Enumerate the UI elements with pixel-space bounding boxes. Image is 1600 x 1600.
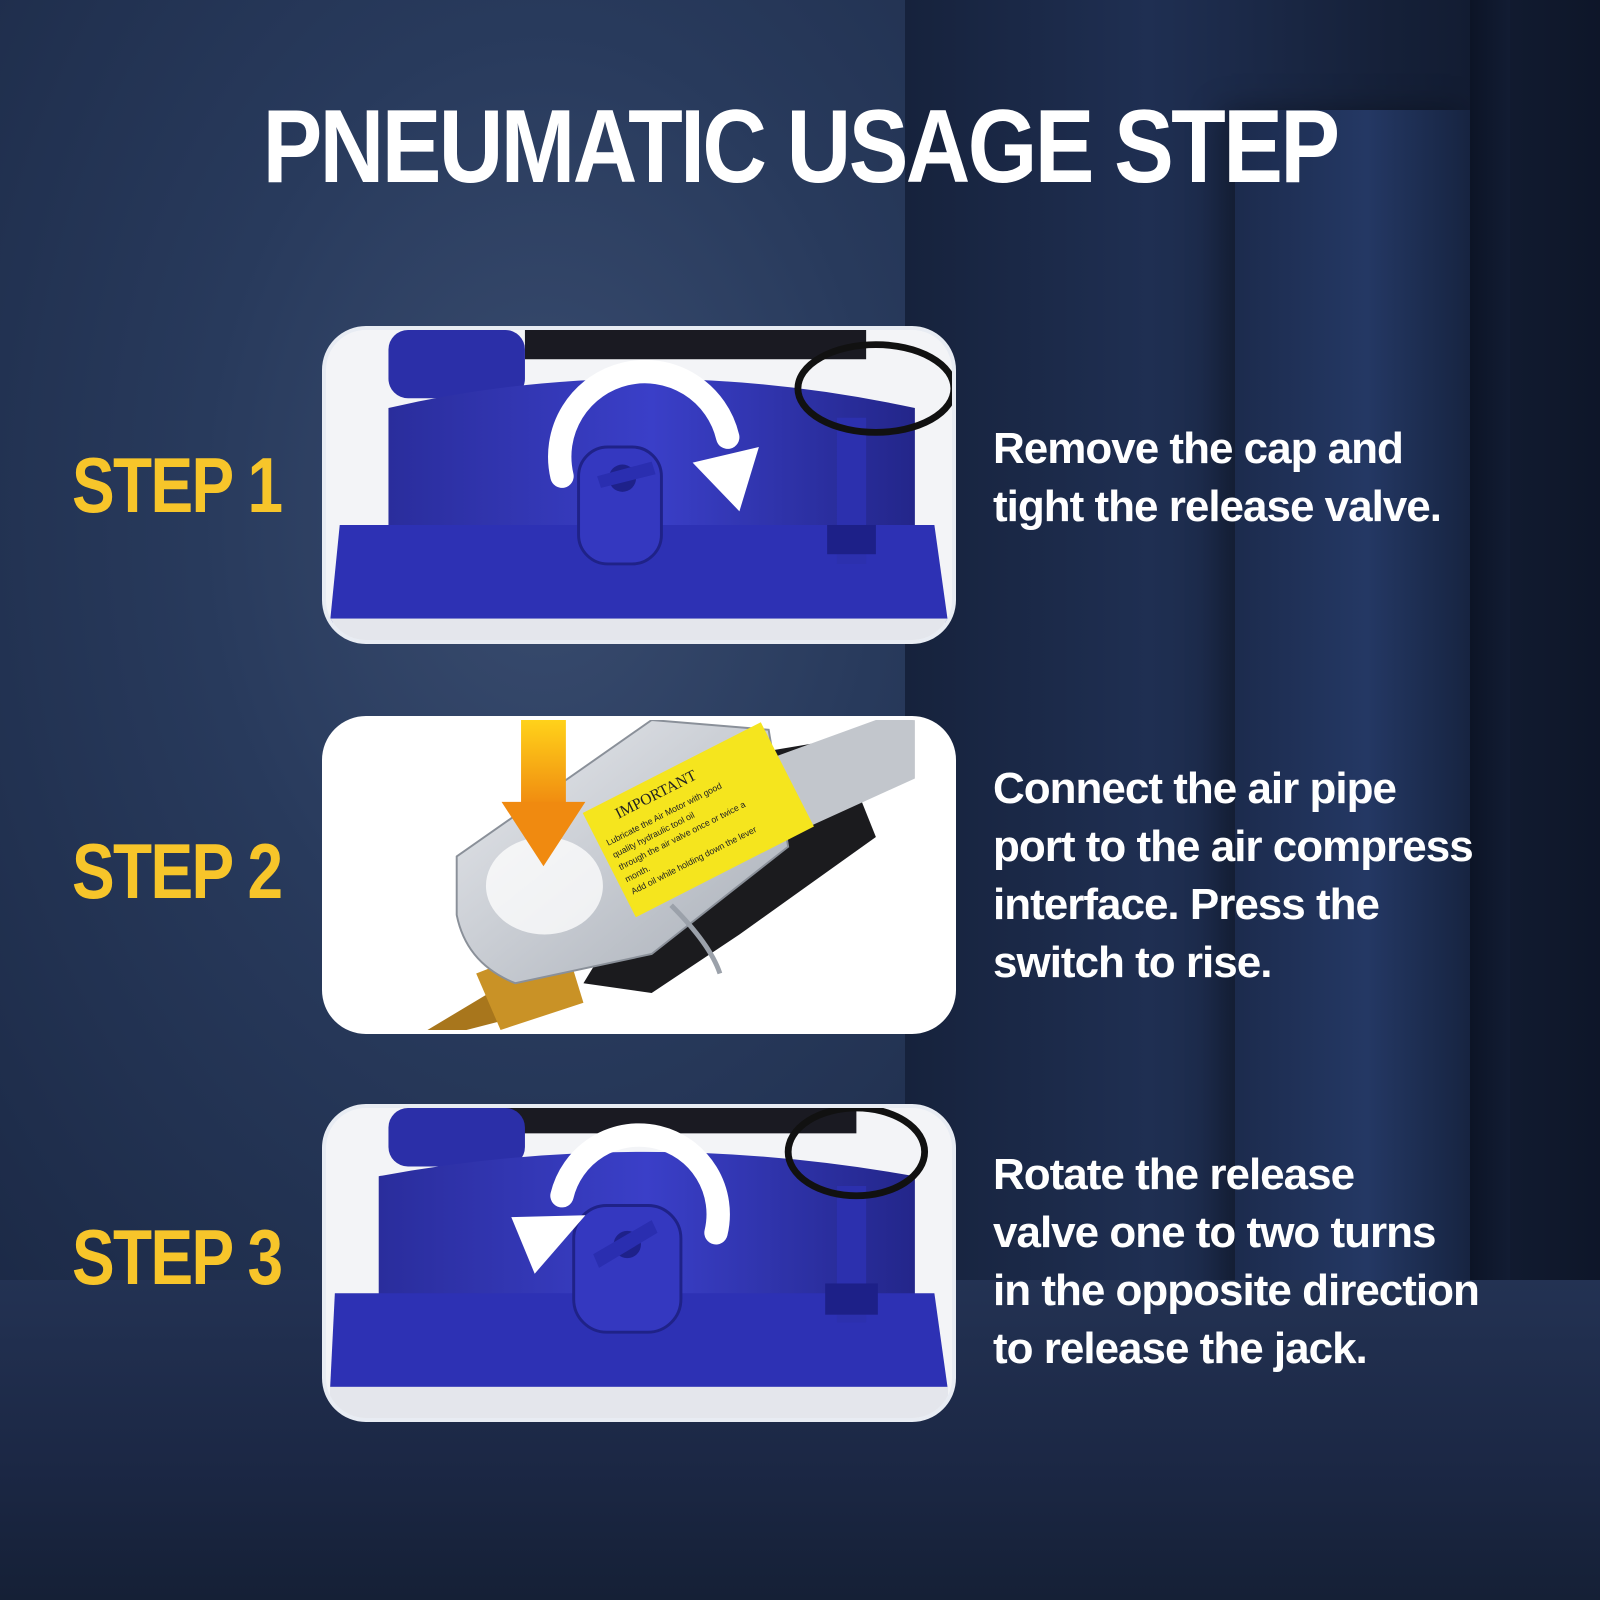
step-3-line-4: to release the jack. bbox=[993, 1324, 1368, 1373]
step-3-line-2: valve one to two turns bbox=[993, 1208, 1437, 1257]
step-1-description: Remove the cap and tight the release val… bbox=[993, 420, 1442, 536]
step-3-description: Rotate the release valve one to two turn… bbox=[993, 1146, 1480, 1378]
step-2-line-2: port to the air compress bbox=[993, 822, 1474, 871]
step-3-photo bbox=[322, 1104, 956, 1422]
jack-base-illustration-2 bbox=[329, 1108, 949, 1418]
step-1-photo bbox=[322, 326, 956, 644]
step-2-description: Connect the air pipe port to the air com… bbox=[993, 760, 1474, 992]
jack-base-illustration bbox=[329, 330, 952, 640]
step-2-line-4: switch to rise. bbox=[993, 938, 1272, 987]
background-pillar-edge bbox=[1470, 0, 1510, 1380]
step-1-label: STEP 1 bbox=[72, 441, 283, 529]
page-title: PNEUMATIC USAGE STEP bbox=[262, 89, 1340, 205]
step-2-line-1: Connect the air pipe bbox=[993, 764, 1397, 813]
down-arrow-icon bbox=[501, 720, 586, 867]
step-2-line-3: interface. Press the bbox=[993, 880, 1380, 929]
step-1-line-1: Remove the cap and bbox=[993, 424, 1404, 473]
step-1-line-2: tight the release valve. bbox=[993, 482, 1442, 531]
step-2-photo: IMPORTANT Lubricate the Air Motor with g… bbox=[322, 716, 956, 1034]
background-pillar bbox=[1235, 110, 1475, 1370]
air-valve-illustration: IMPORTANT Lubricate the Air Motor with g… bbox=[329, 720, 949, 1030]
counterclockwise-arrow-icon bbox=[511, 1123, 730, 1274]
clockwise-arrow-icon bbox=[548, 359, 759, 512]
important-sticker: IMPORTANT Lubricate the Air Motor with g… bbox=[582, 722, 814, 918]
step-2-label: STEP 2 bbox=[72, 827, 283, 915]
step-3-line-1: Rotate the release bbox=[993, 1150, 1355, 1199]
step-3-line-3: in the opposite direction bbox=[993, 1266, 1480, 1315]
step-3-label: STEP 3 bbox=[72, 1213, 283, 1301]
